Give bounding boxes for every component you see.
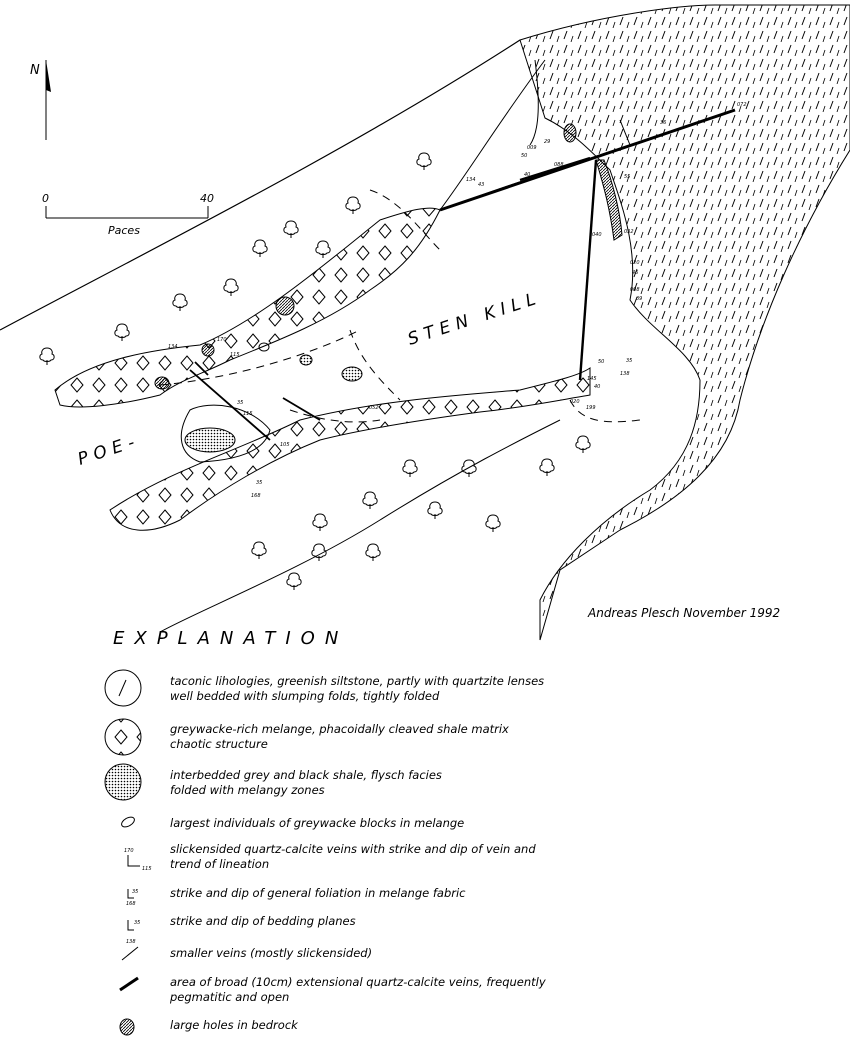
svg-text:072: 072 <box>737 102 747 108</box>
melange-unit-upper <box>54 207 441 408</box>
svg-text:29: 29 <box>544 139 550 145</box>
svg-text:40: 40 <box>524 172 530 178</box>
svg-text:008: 008 <box>630 287 640 293</box>
river-label-right: STEN KILL <box>405 288 544 350</box>
measurement-labels: 072 36 29 009 50 088 40 134 43 55 040 03… <box>168 102 747 499</box>
greywacke-block <box>299 354 313 366</box>
greywacke-block <box>258 342 270 352</box>
svg-text:168: 168 <box>126 901 136 907</box>
svg-text:39: 39 <box>636 296 642 302</box>
legend-item-slickensided-veins: slickensided quartz-calcite veins with s… <box>170 842 536 871</box>
svg-text:170: 170 <box>217 337 227 343</box>
bedrock-hole <box>154 376 170 390</box>
svg-text:35: 35 <box>134 920 140 926</box>
svg-text:35: 35 <box>626 358 632 364</box>
svg-text:138: 138 <box>126 939 136 945</box>
svg-text:134: 134 <box>168 344 178 350</box>
legend-item-small-veins: smaller veins (mostly slickensided) <box>170 946 373 960</box>
north-arrow: N <box>30 60 51 140</box>
legend-symbols: 170 115 35 168 35 138 <box>104 669 152 1036</box>
scale-unit: Paces <box>108 224 140 237</box>
svg-text:170: 170 <box>124 848 134 854</box>
svg-text:115: 115 <box>230 352 240 358</box>
svg-text:55: 55 <box>624 174 630 180</box>
svg-text:50: 50 <box>521 153 527 159</box>
legend-item-taconic: taconic lihologies, greenish siltstone, … <box>170 674 545 703</box>
svg-text:35: 35 <box>132 889 138 895</box>
svg-text:50: 50 <box>598 359 604 365</box>
scale-bar: 0 40 Paces <box>42 192 214 237</box>
bedrock-hole <box>275 296 295 316</box>
legend-item-foliation: strike and dip of general foliation in m… <box>170 886 466 900</box>
svg-text:134: 134 <box>466 177 476 183</box>
north-label: N <box>30 63 40 78</box>
svg-text:145: 145 <box>587 376 597 382</box>
svg-text:115: 115 <box>243 411 253 417</box>
legend-item-greywacke: largest individuals of greywacke blocks … <box>170 816 465 830</box>
svg-text:36: 36 <box>660 120 666 126</box>
legend-item-shale: interbedded grey and black shale, flysch… <box>170 768 442 797</box>
svg-text:35: 35 <box>256 480 262 486</box>
svg-text:032: 032 <box>624 229 634 235</box>
svg-text:168: 168 <box>251 493 261 499</box>
svg-text:040: 040 <box>592 232 602 238</box>
legend-item-bedding: strike and dip of bedding planes <box>170 914 356 928</box>
scale-start: 0 <box>42 192 49 205</box>
svg-text:105: 105 <box>280 442 290 448</box>
svg-text:115: 115 <box>142 866 152 872</box>
svg-text:199: 199 <box>586 405 596 411</box>
svg-text:46: 46 <box>632 270 638 276</box>
svg-text:138: 138 <box>620 371 630 377</box>
veins <box>189 108 736 441</box>
svg-text:088: 088 <box>554 162 564 168</box>
svg-text:020: 020 <box>570 399 580 405</box>
greywacke-block <box>184 427 236 453</box>
shale-unit <box>595 159 623 241</box>
svg-text:020: 020 <box>630 260 640 266</box>
bedrock-hole <box>563 123 577 143</box>
svg-text:43: 43 <box>478 182 484 188</box>
greywacke-block <box>341 366 363 382</box>
author-credit: Andreas Plesch November 1992 <box>588 606 781 620</box>
melange-unit-lower <box>109 367 591 531</box>
legend-item-extensional-veins: area of broad (10cm) extensional quartz-… <box>170 975 546 1004</box>
svg-text:052: 052 <box>369 405 379 411</box>
bedrock-hole <box>201 343 215 357</box>
valley-boundary <box>0 39 521 331</box>
svg-text:35: 35 <box>237 400 243 406</box>
legend-title: EXPLANATION <box>113 628 349 649</box>
legend-item-holes: large holes in bedrock <box>170 1018 298 1032</box>
taconic-unit <box>519 4 850 641</box>
river-label-left: POE- <box>75 431 143 470</box>
scale-end: 40 <box>200 192 214 205</box>
svg-text:40: 40 <box>594 384 600 390</box>
svg-text:009: 009 <box>527 145 537 151</box>
legend-item-melange: greywacke-rich melange, phacoidally clea… <box>170 722 509 751</box>
